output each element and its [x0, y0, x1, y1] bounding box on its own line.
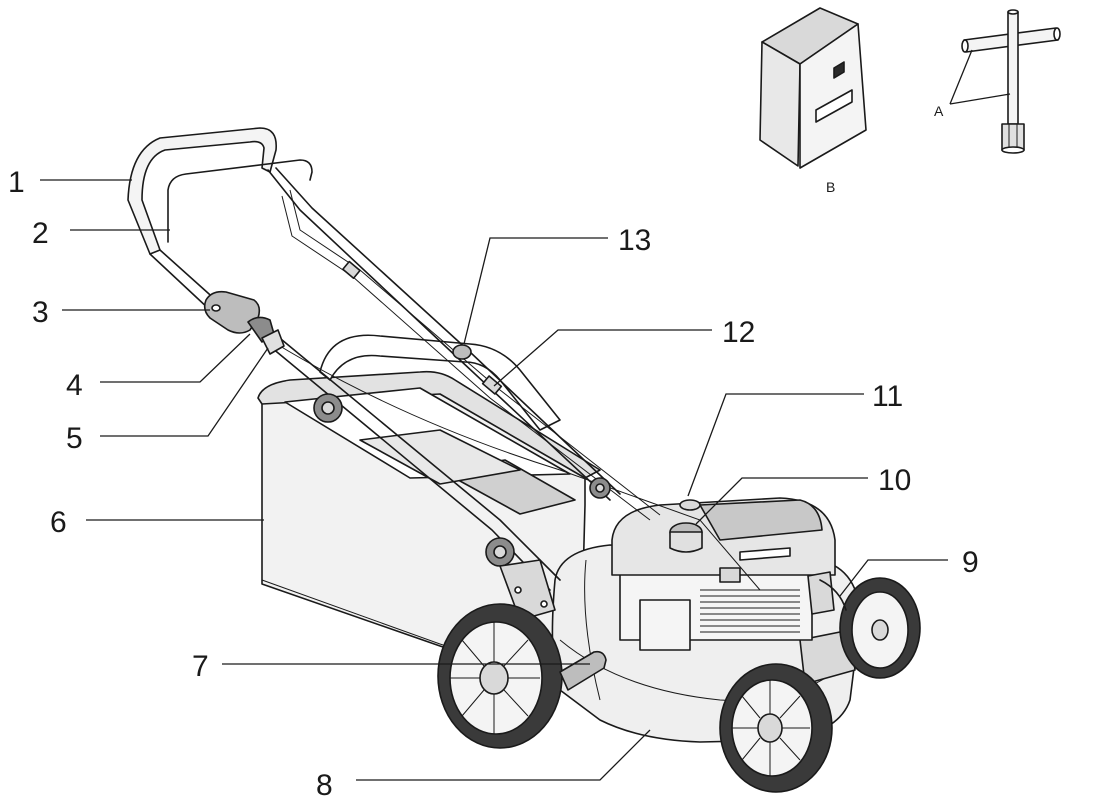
accessory-wrench-illustration	[961, 9, 1061, 154]
leader-11	[687, 393, 864, 497]
leader-A-1	[949, 49, 973, 105]
label-A: A	[934, 103, 944, 119]
handle-knobs	[313, 393, 611, 621]
callout-6: 6	[50, 506, 67, 539]
callout-labels: 1 2 3 4 5 6 7 8 9 10 11 12 13 B A	[8, 103, 979, 802]
callout-11: 11	[872, 380, 903, 413]
leader-8	[356, 729, 651, 781]
callout-10: 10	[878, 464, 911, 497]
leader-4	[100, 333, 251, 383]
accessory-bag-illustration	[759, 7, 867, 169]
rear-left-wheel	[437, 603, 563, 749]
lever-handle-7	[559, 650, 607, 691]
callout-5: 5	[66, 422, 83, 455]
knob-upper-left	[313, 393, 343, 423]
engine-fins	[700, 589, 800, 633]
callout-1: 1	[8, 166, 25, 199]
leader-9	[839, 559, 948, 597]
leader-10	[695, 477, 868, 525]
knob-lower-left	[485, 537, 515, 567]
callout-12: 12	[722, 316, 755, 349]
callout-13: 13	[618, 224, 651, 257]
callout-7: 7	[192, 650, 209, 683]
leader-5	[100, 347, 269, 437]
knob-right	[589, 477, 611, 499]
leader-lines	[40, 49, 1011, 781]
callout-3: 3	[32, 296, 49, 329]
leader-13	[463, 237, 608, 345]
callout-8: 8	[316, 769, 333, 802]
handle-assembly	[127, 127, 761, 591]
callout-2: 2	[32, 217, 49, 250]
callout-4: 4	[66, 369, 83, 402]
engine	[611, 497, 836, 651]
callout-9: 9	[962, 546, 979, 579]
front-right-wheel	[719, 663, 833, 793]
lever-assembly	[203, 290, 285, 355]
label-B: B	[826, 179, 835, 195]
rear-right-wheel	[839, 577, 921, 679]
leader-A-2	[949, 93, 1011, 105]
throttle-control-9	[807, 571, 847, 615]
leader-12	[493, 329, 712, 387]
